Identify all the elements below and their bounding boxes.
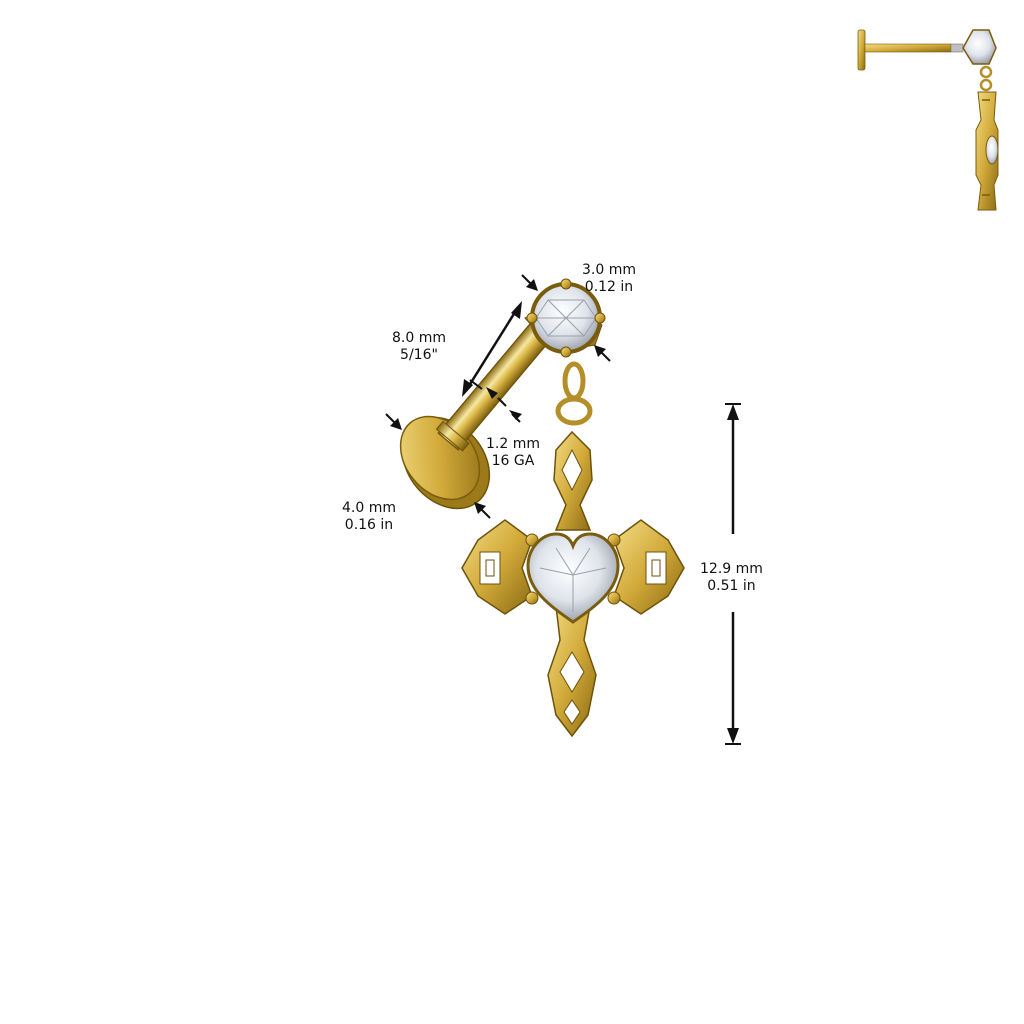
thumbnail-disc xyxy=(857,29,866,71)
thumbnail-thread xyxy=(950,43,964,53)
dimension-annotations xyxy=(385,274,741,745)
disc-diameter-imperial: 0.16 in xyxy=(344,517,394,533)
bar-length-arrow xyxy=(462,301,522,397)
bar-thickness-arrow xyxy=(486,387,522,423)
bar-length-metric: 8.0 mm xyxy=(392,330,446,346)
bar-length-imperial: 5/16" xyxy=(400,347,438,363)
thumbnail-charm-detail xyxy=(982,99,990,196)
charm-length-metric: 12.9 mm xyxy=(700,561,763,577)
dimension-arrow-icon xyxy=(521,274,611,362)
thumbnail-gem xyxy=(962,29,997,65)
labret-stud xyxy=(399,278,606,510)
thumbnail-ring-1 xyxy=(979,65,993,79)
thumbnail-bar xyxy=(864,43,952,53)
disc-diameter-label: 4.0 mm 0.16 in xyxy=(342,500,396,534)
chain-links xyxy=(555,361,593,426)
bar-length-label: 8.0 mm 5/16" xyxy=(392,330,446,364)
cross-charm-icon xyxy=(461,430,685,738)
gem-diameter-label: 3.0 mm 0.12 in xyxy=(582,262,636,296)
gem-diameter-metric: 3.0 mm xyxy=(582,262,636,278)
chain-ring-2 xyxy=(555,396,593,426)
thumbnail-side-view xyxy=(857,29,999,211)
charm-length-label: 12.9 mm 0.51 in xyxy=(700,561,763,595)
thumbnail-charm-gem xyxy=(985,135,999,165)
bar-thickness-metric: 1.2 mm xyxy=(486,436,540,452)
disc-diameter-arrow xyxy=(385,413,491,519)
chain-ring-1 xyxy=(562,361,586,401)
charm-length-arrow xyxy=(725,403,741,745)
bar-thickness-label: 1.2 mm 16 GA xyxy=(486,436,540,470)
charm-length-imperial: 0.51 in xyxy=(707,578,756,594)
top-setting xyxy=(524,278,606,358)
disc-diameter-metric: 4.0 mm xyxy=(342,500,396,516)
gem-diameter-imperial: 0.12 in xyxy=(584,279,634,295)
thumbnail-ring-2 xyxy=(979,78,993,92)
bar-thickness-imperial: 16 GA xyxy=(491,453,535,469)
